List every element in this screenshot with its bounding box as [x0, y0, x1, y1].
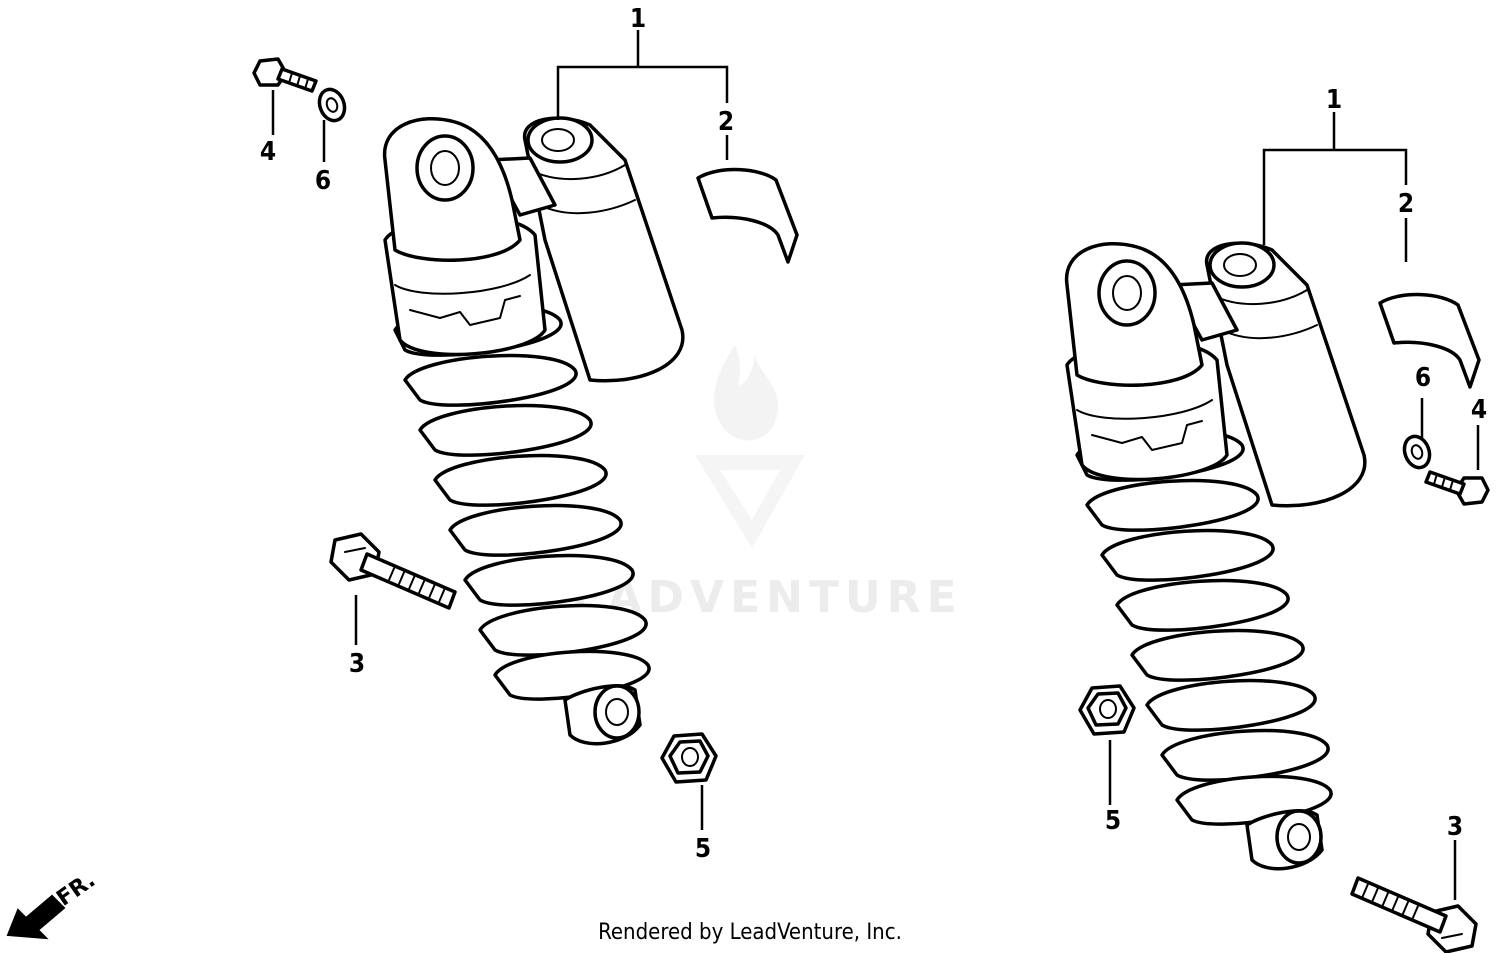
- left-leader-lines: [271, 30, 729, 830]
- watermark-logo: [695, 345, 805, 548]
- right-callout-5: 5: [1105, 806, 1121, 836]
- left-callout-5: 5: [695, 834, 711, 864]
- left-callout-3: 3: [349, 649, 365, 679]
- right-callout-6: 6: [1415, 363, 1431, 393]
- right-callout-3: 3: [1447, 812, 1463, 842]
- left-callout-6: 6: [315, 166, 331, 196]
- right-callout-4: 4: [1471, 395, 1487, 425]
- right-leader-lines: [1108, 112, 1480, 900]
- right-callout-2: 2: [1398, 189, 1414, 219]
- right-shock-assembly: [1064, 241, 1490, 953]
- left-callout-4: 4: [260, 137, 276, 167]
- left-callout-2: 2: [718, 107, 734, 137]
- footer-credit: Rendered by LeadVenture, Inc.: [598, 920, 902, 945]
- left-callout-1: 1: [630, 4, 646, 34]
- left-shock-assembly: [252, 57, 799, 784]
- right-callout-1: 1: [1326, 85, 1342, 115]
- front-direction-arrow: [6, 894, 66, 940]
